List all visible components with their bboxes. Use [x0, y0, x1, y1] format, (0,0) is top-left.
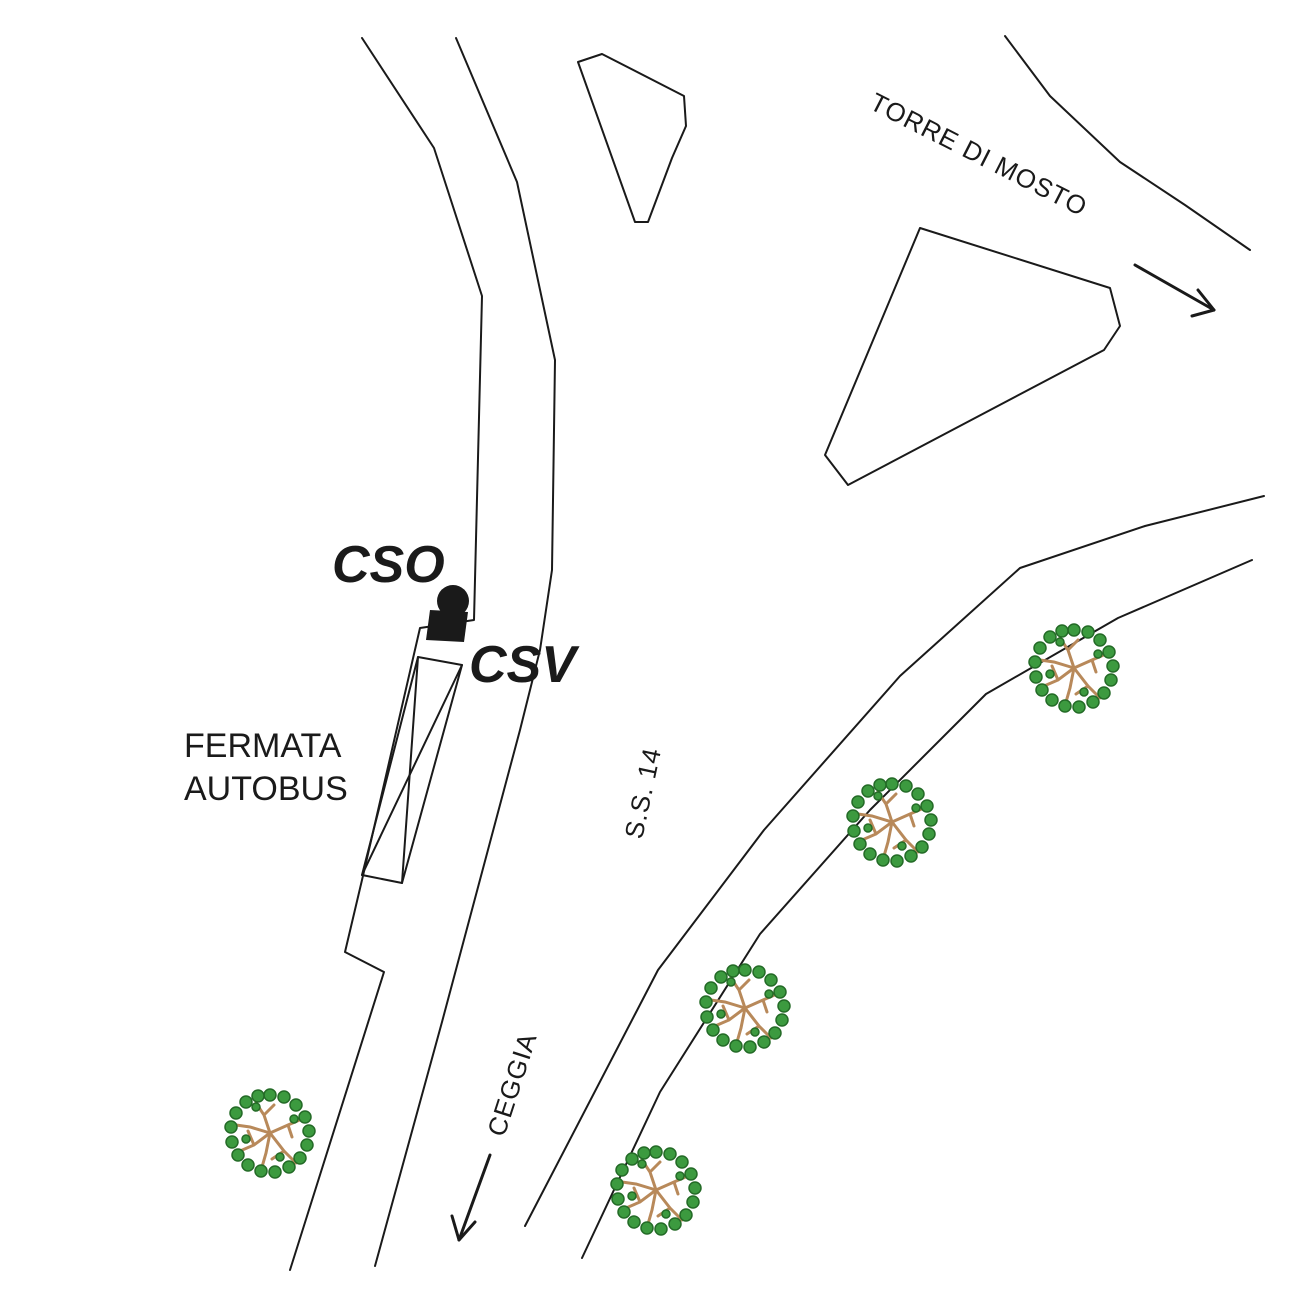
label-road-ss14: S.S. 14: [619, 745, 668, 842]
traffic-island-top: [577, 53, 687, 223]
traffic-island-triangle: [824, 227, 1121, 486]
arrow-icon: [1133, 263, 1216, 318]
cso-marker-icon: [437, 585, 469, 617]
road-edge-top-right: [1004, 35, 1251, 251]
csv-marker-icon: [426, 610, 468, 642]
road-lines: [289, 35, 1265, 1271]
road-edge-right: [374, 37, 556, 1267]
road-edge-lower-inner: [581, 559, 1253, 1259]
label-ceggia: CEGGIA: [481, 1029, 543, 1140]
bus-stop-diagonal: [401, 656, 419, 884]
label-torre-di-mosto: TORRE DI MOSTO: [865, 87, 1092, 223]
tree-icon: [223, 1087, 317, 1180]
label-bus-stop-line2: AUTOBUS: [184, 770, 348, 808]
arrow-icon: [450, 1153, 492, 1242]
label-cso: CSO: [332, 536, 445, 594]
road-edge-lower-outer: [524, 495, 1265, 1227]
tree-icon: [609, 1144, 703, 1237]
label-csv: CSV: [469, 636, 580, 694]
label-bus-stop-line1: FERMATA: [184, 727, 342, 765]
bus-stop-diagonal: [361, 664, 463, 876]
road-edge-left: [289, 37, 483, 1271]
tree-icon: [1027, 622, 1121, 715]
tree-icon: [845, 776, 939, 869]
